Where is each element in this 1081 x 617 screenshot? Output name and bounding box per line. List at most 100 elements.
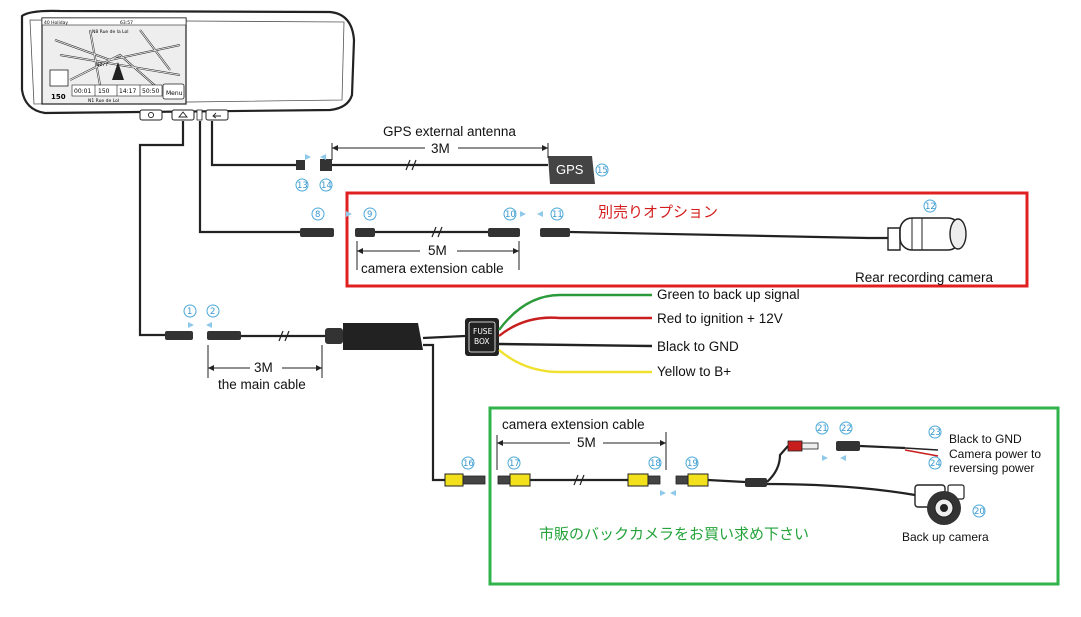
connect-arrow-icon: [537, 211, 543, 217]
connector-2: [207, 331, 241, 340]
yellow-wire-label: Yellow to B+: [657, 364, 731, 379]
home-icon: [178, 111, 188, 118]
callout-8: 8: [311, 207, 325, 221]
connect-arrow-icon: [660, 490, 666, 496]
gps-box-label: GPS: [556, 162, 584, 177]
svg-text:20: 20: [974, 507, 985, 517]
power-button[interactable]: [139, 109, 163, 121]
mirror-screen: 40 Holiday 63:57 N8 Rue de la Lol N277 1…: [41, 17, 187, 105]
red-wire-label: Red to ignition + 12V: [657, 311, 783, 326]
callout-10: 10: [503, 207, 517, 221]
connect-arrow-icon: [206, 322, 212, 328]
home-button[interactable]: [171, 109, 195, 121]
buy-box: [488, 406, 1060, 586]
power-socket-22: [836, 441, 860, 451]
rca-18: [627, 473, 649, 487]
option-box: [345, 191, 1029, 288]
callout-11: 11: [550, 207, 564, 221]
green-wire-label: Green to back up signal: [657, 287, 800, 302]
main-cable-label: the main cable: [218, 377, 306, 392]
connect-arrow-icon: [670, 490, 676, 496]
mirror-cables: [138, 121, 300, 337]
buy-note: 市販のバックカメラをお買い求め下さい: [539, 525, 809, 543]
callout-18: 18: [648, 456, 662, 470]
back-icon: [212, 112, 221, 119]
svg-text:10: 10: [505, 210, 516, 220]
screen-road-top: N8 Rue de la Lol: [92, 29, 129, 35]
connect-arrow-icon: [822, 455, 828, 461]
fuse-box-assembly: FUSE BOX Green to back up signal Red to …: [465, 287, 800, 379]
connector-8: [300, 228, 334, 237]
svg-text:13: 13: [297, 181, 308, 191]
cam-ext-cable-label-1: camera extension cable: [361, 261, 504, 276]
screen-top-right: 63:57: [120, 20, 133, 26]
rca-17: [509, 473, 531, 487]
option-title: 別売りオプション: [598, 203, 718, 221]
screen-menu-label: Menu: [166, 90, 183, 97]
callout-9: 9: [363, 207, 377, 221]
black-wire-label: Black to GND: [657, 339, 739, 354]
gps-box: [548, 156, 595, 184]
fuse-box-label-1: FUSE: [473, 327, 493, 336]
svg-text:8: 8: [315, 210, 320, 220]
connector-11: [540, 228, 570, 237]
gps-socket-14: [320, 159, 332, 171]
callout-1: 1: [183, 304, 197, 318]
svg-text:11: 11: [552, 210, 563, 220]
callout-14: 14: [319, 178, 333, 192]
screen-cell-2: 150: [98, 88, 110, 95]
screen-top-left: 40 Holiday: [44, 20, 68, 26]
connector-9: [355, 228, 375, 237]
connect-arrow-icon: [305, 154, 311, 160]
svg-text:15: 15: [597, 166, 608, 176]
black-gnd-label-2: Black to GND: [949, 432, 1022, 446]
svg-text:23: 23: [930, 428, 941, 438]
backup-camera-assembly: camera extension cable 5M Black to GND C…: [444, 417, 1041, 544]
power-icon: [147, 111, 155, 119]
camera-power-label-1: Camera power to: [949, 447, 1041, 461]
gps-plug-13: [296, 160, 305, 170]
screen-bottom-road: N1 Rue de Lol: [88, 98, 119, 104]
connector-10: [488, 228, 520, 237]
connect-arrow-icon: [520, 211, 526, 217]
cam-ext-cable-label-2: camera extension cable: [502, 417, 645, 432]
svg-text:22: 22: [841, 424, 852, 434]
callout-13: 13: [295, 178, 309, 192]
backup-camera-label: Back up camera: [902, 530, 989, 544]
green-wire: [498, 293, 652, 331]
svg-text:17: 17: [509, 459, 520, 469]
mirror-buttons: [139, 109, 229, 121]
svg-text:1: 1: [187, 307, 192, 317]
callout-15: 15: [595, 163, 609, 177]
callout-24: 24: [928, 456, 942, 470]
svg-text:12: 12: [925, 202, 936, 212]
screen-speed: 150: [51, 93, 66, 101]
gps-length-label: 3M: [431, 141, 450, 156]
gps-antenna-assembly: GPS GPS external antenna 3M: [296, 124, 595, 184]
callout-23: 23: [928, 425, 942, 439]
rear-view-mirror: 40 Holiday 63:57 N8 Rue de la Lol N277 1…: [20, 9, 356, 121]
callout-22: 22: [839, 421, 853, 435]
back-button[interactable]: [205, 109, 229, 121]
fuse-box-label-2: BOX: [474, 337, 490, 346]
svg-text:16: 16: [463, 459, 474, 469]
connect-arrow-icon: [320, 154, 326, 160]
callout-17: 17: [507, 456, 521, 470]
callout-21: 21: [815, 421, 829, 435]
svg-text:14: 14: [321, 181, 332, 191]
svg-text:21: 21: [817, 424, 828, 434]
callout-2: 2: [206, 304, 220, 318]
gps-antenna-title: GPS external antenna: [383, 124, 516, 139]
cam-ext-length-2: 5M: [577, 435, 596, 450]
yellow-wire: [498, 349, 652, 374]
callout-20: 20: [972, 504, 986, 518]
connect-arrow-icon: [188, 322, 194, 328]
rca-19: [687, 473, 709, 487]
camera-power-label-2: reversing power: [949, 461, 1034, 475]
connector-1: [165, 331, 193, 340]
screen-menu-button[interactable]: [162, 83, 185, 100]
power-plug-21: [787, 440, 803, 452]
svg-text:18: 18: [650, 459, 661, 469]
navigation-arrow-icon: [112, 62, 124, 80]
screen-info-bar: 00:01 150 14:17 50:50: [71, 84, 163, 97]
